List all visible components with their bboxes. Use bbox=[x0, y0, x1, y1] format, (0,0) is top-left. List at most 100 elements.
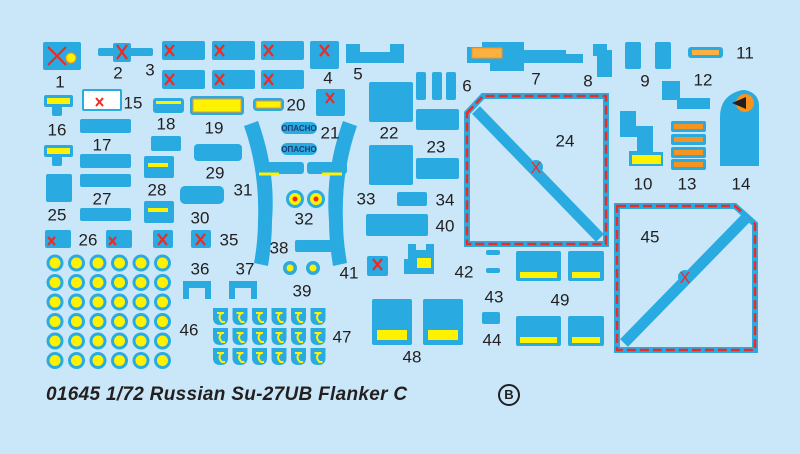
roundel-center bbox=[49, 335, 61, 347]
decal-33-arrow bbox=[307, 162, 347, 174]
decal-18 bbox=[153, 98, 184, 113]
roundel-symbol bbox=[314, 312, 323, 323]
roundel-center bbox=[157, 335, 168, 347]
decal-number-38: 38 bbox=[269, 238, 289, 258]
roundel-center bbox=[135, 277, 147, 288]
decal-9a bbox=[625, 42, 641, 69]
roundel-symbol bbox=[275, 332, 284, 343]
decal-8 bbox=[593, 44, 612, 77]
decal-number-16: 16 bbox=[47, 120, 67, 140]
decal-number-40: 40 bbox=[435, 216, 455, 236]
decal-6a bbox=[416, 72, 426, 100]
decal-number-28: 28 bbox=[147, 180, 167, 200]
roundel-symbol bbox=[256, 332, 264, 343]
decal-25 bbox=[46, 174, 72, 202]
roundel-center bbox=[135, 335, 147, 347]
roundel-center bbox=[114, 355, 125, 366]
roundel-center bbox=[114, 257, 125, 269]
decal-23a bbox=[416, 109, 459, 130]
decal-number-17: 17 bbox=[92, 135, 112, 155]
svg-text:ОПАСНО: ОПАСНО bbox=[281, 145, 316, 154]
decal-4b bbox=[316, 89, 345, 116]
decal-21a bbox=[281, 122, 317, 134]
decal-26b bbox=[106, 230, 132, 248]
decal-16b bbox=[52, 106, 62, 116]
roundel-center bbox=[157, 355, 168, 366]
decal-number-19: 19 bbox=[204, 118, 224, 138]
decal-number-8: 8 bbox=[583, 71, 593, 91]
decal-16d bbox=[52, 156, 62, 166]
svg-text:X: X bbox=[531, 160, 542, 177]
decal-23b bbox=[416, 158, 459, 179]
decal-number-3: 3 bbox=[145, 60, 155, 80]
roundel-center bbox=[114, 316, 125, 327]
roundel-center bbox=[135, 257, 147, 269]
roundel-symbol bbox=[295, 352, 303, 363]
decal-27b bbox=[80, 208, 131, 221]
roundel-symbol bbox=[256, 312, 264, 323]
stencil-text: ОПАСНО ОПАСНО bbox=[281, 124, 316, 154]
decal-number-31: 31 bbox=[233, 180, 253, 200]
roundel-center bbox=[71, 296, 82, 308]
decal-number-27: 27 bbox=[92, 189, 112, 209]
decal-number-45: 45 bbox=[640, 227, 660, 247]
roundel-center bbox=[71, 335, 82, 347]
decal-number-26: 26 bbox=[78, 230, 98, 250]
roundel-center bbox=[92, 316, 104, 327]
roundel-grid-47 bbox=[213, 308, 326, 365]
roundel-center bbox=[157, 277, 168, 288]
decal-number-47: 47 bbox=[332, 327, 352, 347]
red-x-marks bbox=[47, 44, 383, 271]
roundel-symbol bbox=[236, 352, 245, 363]
decal-number-42: 42 bbox=[454, 262, 474, 282]
roundel-symbol bbox=[217, 332, 225, 343]
decal-22a bbox=[369, 82, 413, 122]
decal-36 bbox=[183, 281, 211, 299]
decal-number-2: 2 bbox=[113, 63, 123, 83]
roundel-center bbox=[71, 277, 82, 288]
roundel-symbol bbox=[256, 352, 264, 363]
decal-number-23: 23 bbox=[426, 137, 446, 157]
roundel-center bbox=[114, 296, 125, 308]
decal-27a bbox=[80, 174, 131, 187]
decal-number-10: 10 bbox=[633, 174, 653, 194]
decal-number-48: 48 bbox=[402, 347, 422, 367]
svg-text:ОПАСНО: ОПАСНО bbox=[281, 124, 316, 133]
decal-17b bbox=[80, 154, 131, 168]
decal-33 bbox=[328, 121, 357, 266]
decal-9b bbox=[655, 42, 671, 69]
decal-34 bbox=[397, 192, 427, 206]
sheet-title: 01645 1/72 Russian Su-27UB Flanker C bbox=[46, 384, 408, 405]
decal-number-29: 29 bbox=[205, 163, 225, 183]
roundel-center bbox=[157, 296, 168, 308]
decal-number-43: 43 bbox=[484, 287, 504, 307]
roundel-center bbox=[157, 316, 168, 327]
svg-text:X: X bbox=[680, 270, 691, 287]
decal-10 bbox=[620, 111, 663, 166]
roundel-symbol bbox=[236, 332, 245, 343]
decal-4 bbox=[310, 41, 339, 69]
decal-38 bbox=[295, 240, 335, 252]
roundel-center bbox=[71, 355, 82, 366]
decal-number-46: 46 bbox=[179, 320, 199, 340]
decal-number-35: 35 bbox=[219, 230, 239, 250]
roundel-symbol bbox=[217, 352, 225, 363]
decal-number-21: 21 bbox=[320, 123, 340, 143]
decal-6c bbox=[446, 72, 456, 100]
decal-number-1: 1 bbox=[55, 72, 65, 92]
decal-24: X bbox=[464, 93, 609, 247]
decal-40 bbox=[366, 214, 428, 236]
roundel-symbol bbox=[217, 312, 225, 323]
decal-number-20: 20 bbox=[286, 95, 306, 115]
roundel-center bbox=[135, 316, 147, 327]
roundel-center bbox=[49, 296, 61, 308]
decal-43a bbox=[486, 250, 500, 255]
decal-number-5: 5 bbox=[353, 64, 363, 84]
roundel-symbol bbox=[295, 332, 303, 343]
decal-21b bbox=[281, 143, 317, 155]
decal-number-49: 49 bbox=[550, 290, 570, 310]
decal-number-24: 24 bbox=[555, 131, 575, 151]
roundel-center bbox=[49, 277, 61, 288]
decal-6b bbox=[432, 72, 442, 100]
decal-29 bbox=[194, 144, 242, 161]
